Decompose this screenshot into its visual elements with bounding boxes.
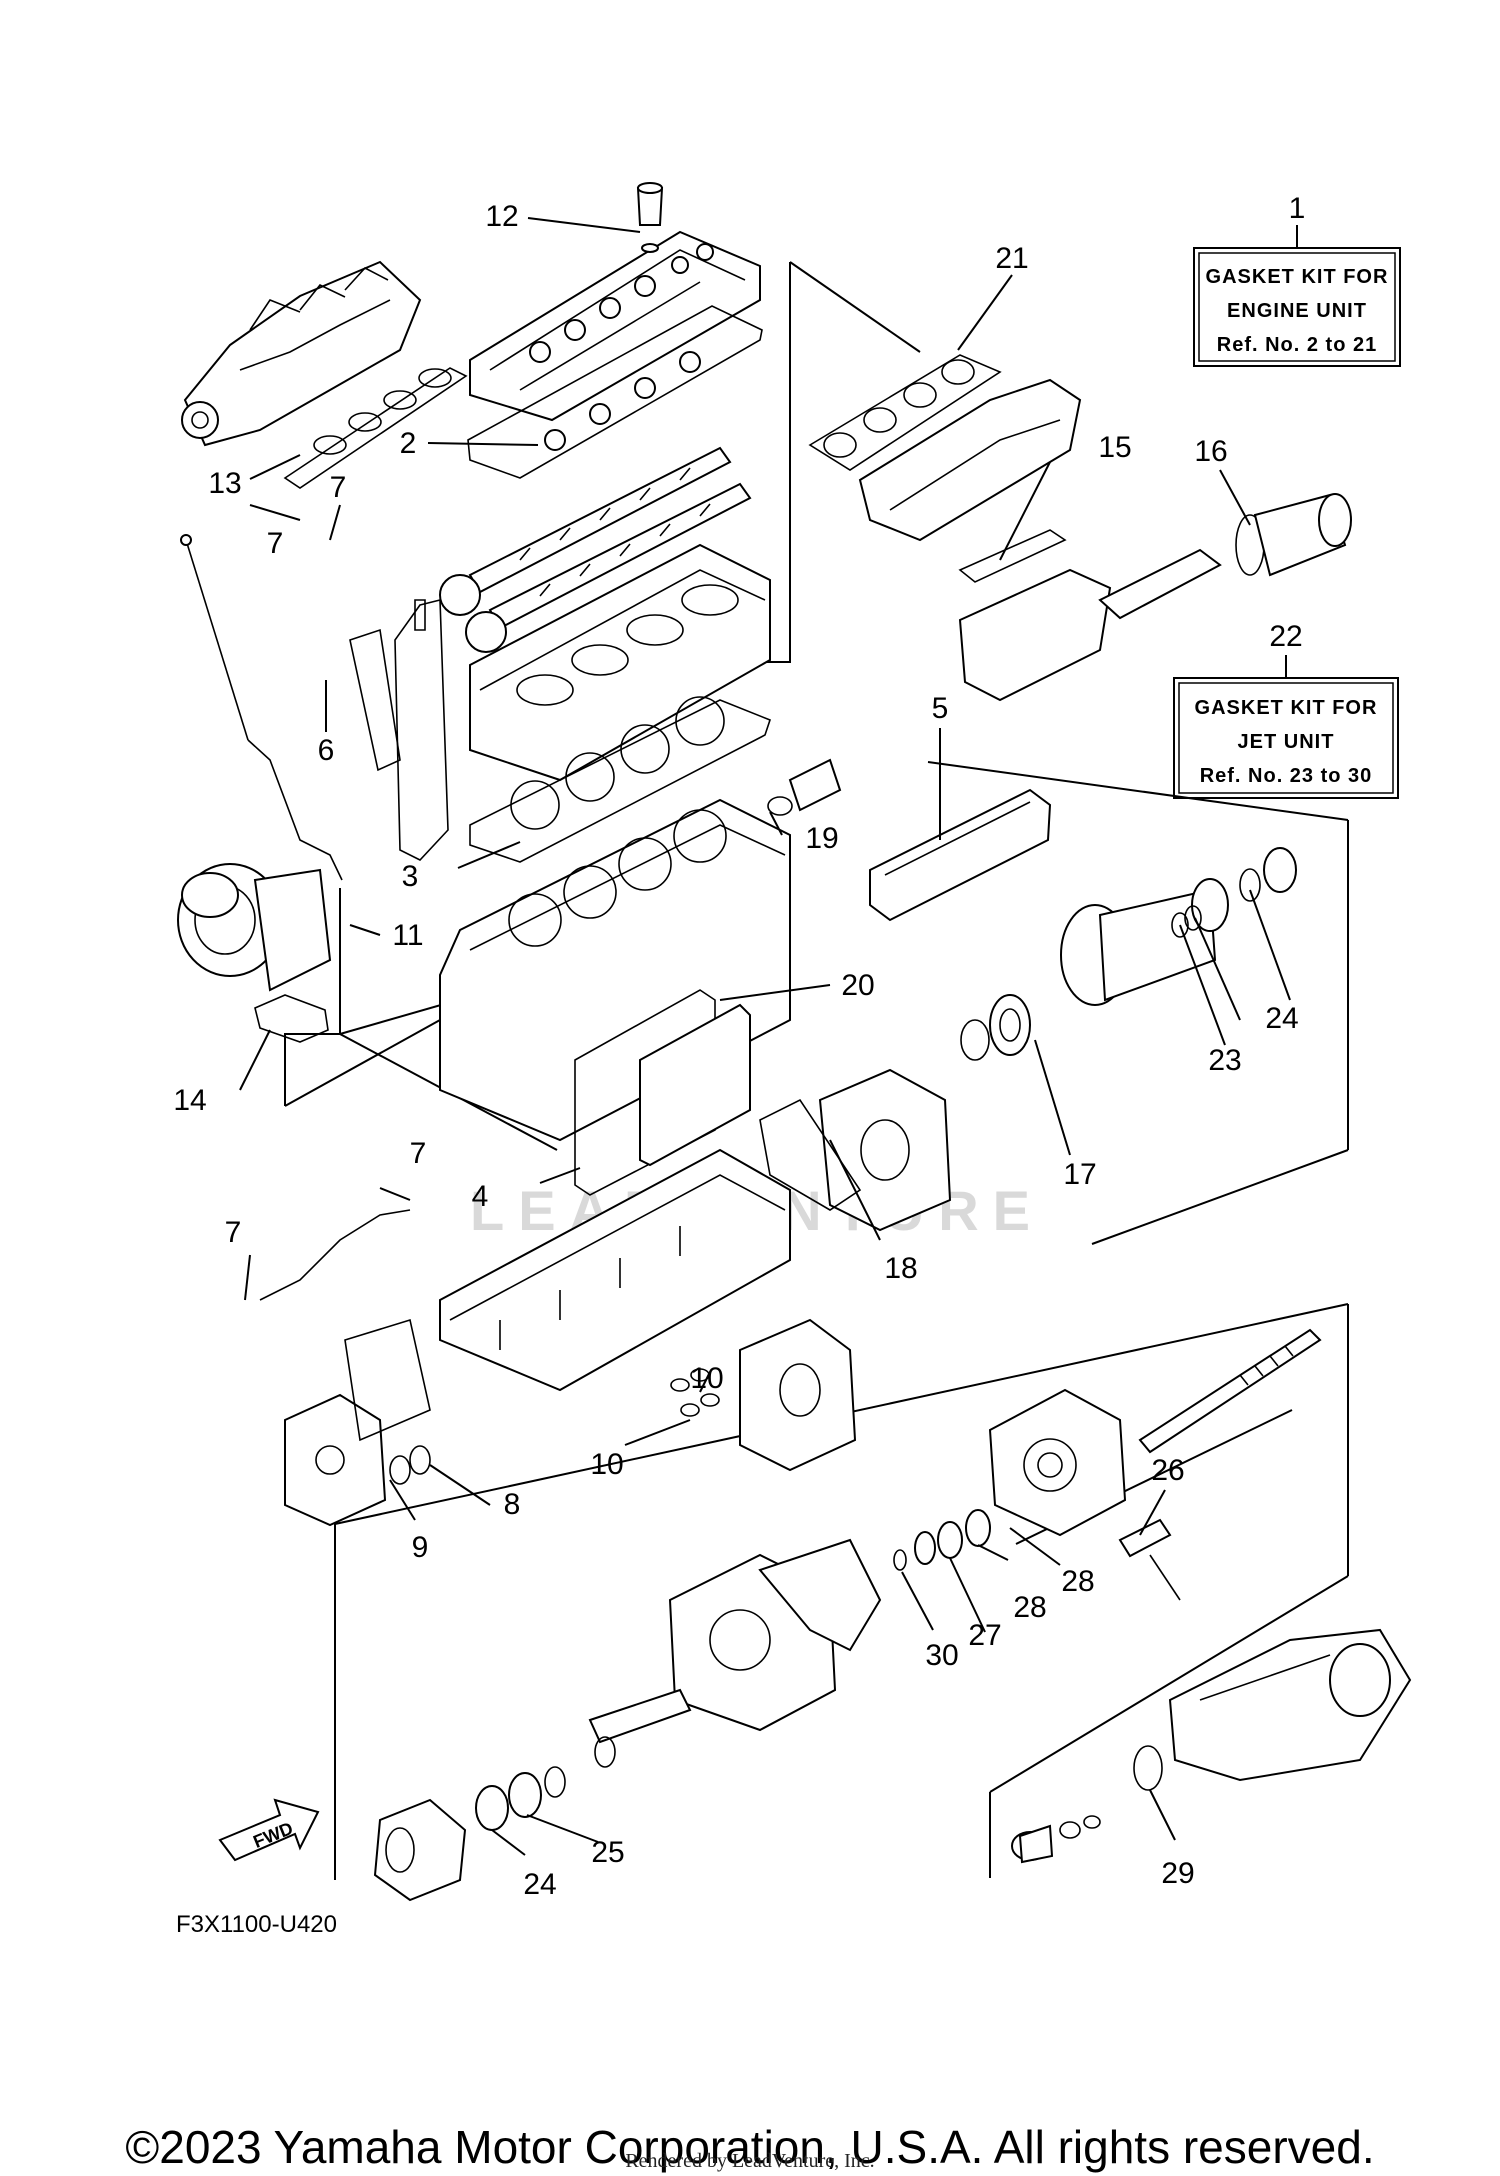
callout-18: 18 xyxy=(884,1252,917,1285)
callout-7c: 7 xyxy=(410,1137,427,1170)
callout-13: 13 xyxy=(208,467,241,500)
exhaust-manifold xyxy=(808,354,1082,542)
oil-pump xyxy=(284,1318,431,1527)
drive-coupler xyxy=(960,847,1297,1061)
callout-30: 30 xyxy=(925,1639,958,1672)
valve-cover xyxy=(469,230,761,422)
block-side-cover-gasket xyxy=(574,989,751,1196)
turbocharger xyxy=(177,863,332,992)
callout-2: 2 xyxy=(400,427,417,460)
crankcase xyxy=(439,1148,791,1392)
callout-27: 27 xyxy=(968,1619,1001,1652)
fwd-arrow: FWD xyxy=(218,1798,320,1862)
rendered-by-notice: Rendered by LeadVenture, Inc. xyxy=(625,2150,875,2172)
jet-kit-line1: GASKET KIT FOR xyxy=(1195,697,1378,719)
intake-manifold xyxy=(181,260,422,447)
impeller-shaft xyxy=(1138,1328,1322,1454)
callout-7b: 7 xyxy=(267,527,284,560)
callout-8: 8 xyxy=(504,1488,521,1521)
cylinder-head xyxy=(469,543,771,782)
callout-22: 22 xyxy=(1269,620,1302,653)
callout-28a: 28 xyxy=(1061,1565,1094,1598)
callout-7a: 7 xyxy=(330,471,347,504)
jet-kit-box: GASKET KIT FOR JET UNIT Ref. No. 23 to 3… xyxy=(1173,677,1399,799)
callout-3: 3 xyxy=(402,860,419,893)
water-jacket-cover xyxy=(869,788,1052,922)
camshafts xyxy=(439,446,752,653)
callout-9: 9 xyxy=(412,1531,429,1564)
jet-kit-line3: Ref. No. 23 to 30 xyxy=(1200,765,1373,787)
timing-chain xyxy=(349,598,449,861)
generator-cover xyxy=(759,1068,952,1232)
bearing-housing xyxy=(988,1388,1127,1537)
exhaust-outlet xyxy=(1235,493,1352,577)
engine-kit-box: GASKET KIT FOR ENGINE UNIT Ref. No. 2 to… xyxy=(1193,247,1401,367)
callout-16: 16 xyxy=(1194,435,1227,468)
jet-seals xyxy=(893,1509,991,1571)
oil-filler-cap xyxy=(636,182,664,253)
callout-4: 4 xyxy=(472,1180,489,1213)
leader-lines xyxy=(239,217,1291,1856)
callout-14: 14 xyxy=(173,1084,206,1117)
copyright-notice: ©2023 Yamaha Motor Corporation, U.S.A. A… xyxy=(125,2121,1375,2173)
callout-7d: 7 xyxy=(225,1216,242,1249)
thermostat-housing xyxy=(767,758,842,816)
callout-19: 19 xyxy=(805,822,838,855)
callout-1: 1 xyxy=(1289,192,1306,225)
engine-kit-line1: GASKET KIT FOR xyxy=(1206,266,1389,288)
nozzle-bearings xyxy=(1011,1815,1101,1864)
valve-cover-gasket xyxy=(467,305,763,479)
callout-17: 17 xyxy=(1063,1158,1096,1191)
jet-pump-housing xyxy=(588,1538,882,1744)
callout-5: 5 xyxy=(932,692,949,725)
callout-24b: 24 xyxy=(523,1868,556,1901)
callout-15: 15 xyxy=(1098,431,1131,464)
callout-10a: 10 xyxy=(690,1362,723,1395)
drive-shaft-seals xyxy=(475,1736,616,1831)
oil-line xyxy=(259,1209,411,1301)
callout-23: 23 xyxy=(1208,1044,1241,1077)
turbo-gasket xyxy=(254,994,329,1043)
callout-28b: 28 xyxy=(1013,1591,1046,1624)
cooling-hose-cap xyxy=(1118,1518,1181,1601)
callout-24a: 24 xyxy=(1265,1002,1298,1035)
callout-10b: 10 xyxy=(590,1448,623,1481)
engine-kit-line3: Ref. No. 2 to 21 xyxy=(1217,334,1377,356)
callout-26: 26 xyxy=(1151,1454,1184,1487)
callout-11: 11 xyxy=(392,919,423,952)
intake-manifold-gasket xyxy=(283,367,468,489)
jet-kit-line2: JET UNIT xyxy=(1238,731,1335,753)
drawing-code: F3X1100-U420 xyxy=(176,1911,337,1938)
oil-dipstick xyxy=(180,534,343,881)
callout-20: 20 xyxy=(841,969,874,1002)
exhaust-muffler xyxy=(958,529,1222,702)
callout-25: 25 xyxy=(591,1836,624,1869)
intake-housing xyxy=(373,1798,467,1902)
water-pump-cover xyxy=(670,1318,857,1472)
steering-nozzle xyxy=(1133,1628,1412,1791)
cylinder-head-gasket xyxy=(469,696,771,863)
callout-6: 6 xyxy=(318,734,335,767)
callout-21: 21 xyxy=(995,242,1028,275)
callout-12: 12 xyxy=(485,200,518,233)
callout-29: 29 xyxy=(1161,1857,1194,1890)
engine-kit-line2: ENGINE UNIT xyxy=(1227,300,1367,322)
callout-numbers: 1 2 3 4 5 6 7 7 7 7 8 9 10 10 11 12 13 1… xyxy=(173,192,1305,1901)
